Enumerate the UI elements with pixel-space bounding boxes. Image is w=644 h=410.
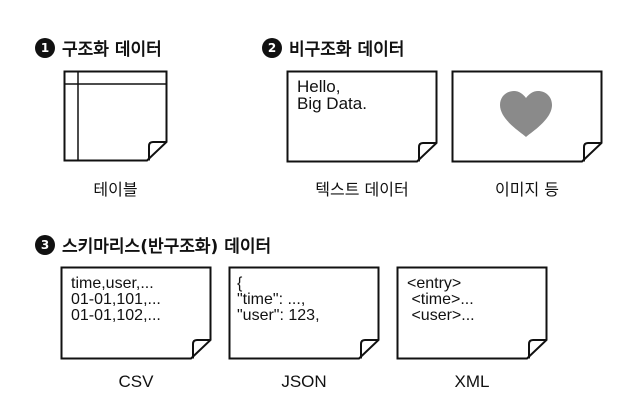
semi-structured-data-title: 스키마리스(반구조화) 데이터 xyxy=(62,237,272,257)
json-document-icon xyxy=(228,266,380,360)
xml-content: <entry> <time>... <user>... xyxy=(407,275,475,324)
section-number-3: 3 xyxy=(35,234,55,255)
semi-structured-data-heading: 3 스키마리스(반구조화) 데이터 xyxy=(35,232,271,257)
csv-document-icon xyxy=(60,266,212,360)
xml-document: <entry> <time>... <user>... xyxy=(396,266,548,360)
json-caption: JSON xyxy=(281,372,327,391)
text-document-content: Hello, Big Data. xyxy=(297,77,367,113)
csv-content: time,user,... 01-01,101,... 01-01,102,..… xyxy=(71,275,161,324)
unstructured-data-title: 비구조화 데이터 xyxy=(289,40,405,60)
xml-document-icon xyxy=(396,266,548,360)
heart-icon xyxy=(500,91,552,137)
text-document: Hello, Big Data. xyxy=(286,70,438,163)
text-data-caption: 텍스트 데이터 xyxy=(315,180,409,199)
csv-document: time,user,... 01-01,101,... 01-01,102,..… xyxy=(60,266,212,360)
json-content: { "time": ..., "user": 123, xyxy=(237,275,320,324)
section-number-1: 1 xyxy=(35,37,55,58)
table-document xyxy=(63,70,168,162)
image-document xyxy=(451,70,603,163)
image-data-caption: 이미지 등 xyxy=(495,180,559,199)
structured-data-title: 구조화 데이터 xyxy=(62,40,162,60)
table-caption: 테이블 xyxy=(93,180,138,199)
csv-caption: CSV xyxy=(118,372,154,391)
unstructured-data-heading: 2 비구조화 데이터 xyxy=(262,35,404,60)
section-number-2: 2 xyxy=(262,37,282,58)
xml-caption: XML xyxy=(454,372,490,391)
structured-data-heading: 1 구조화 데이터 xyxy=(35,35,162,60)
document-icon xyxy=(286,70,438,163)
table-grid-icon xyxy=(63,70,168,162)
json-document: { "time": ..., "user": 123, xyxy=(228,266,380,360)
